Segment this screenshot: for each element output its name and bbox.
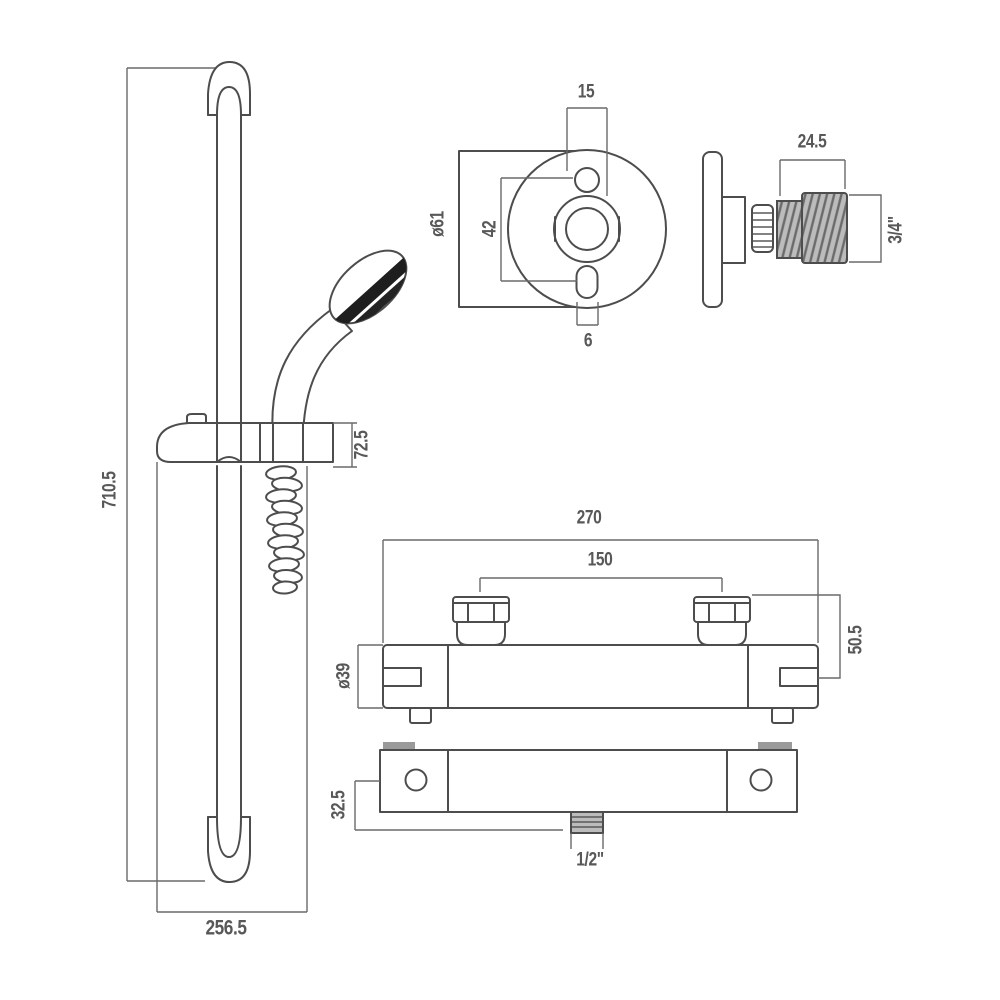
rail-base-dimension: [156, 462, 308, 913]
wall-outlet-side-view: [702, 151, 882, 308]
slide-rail-view: [126, 61, 420, 913]
bar-valve-front-view: [357, 539, 841, 724]
rail-top-cap: [207, 61, 251, 116]
outlet-offset-dimension: [354, 780, 563, 831]
valve-face-view: [458, 107, 667, 326]
outlet-stub: [570, 811, 604, 834]
inlet-centres-dimension: [479, 577, 723, 592]
dim-label-inlet-centres: 150: [587, 549, 613, 571]
outlet-thread-dimension: [570, 833, 604, 849]
left-fixing-hole: [404, 768, 428, 792]
thread-section-large: [801, 192, 848, 264]
port-spacing-dimension: [500, 177, 577, 282]
shower-hose-coil: [265, 465, 305, 595]
dim-label-outlet-thread-size: 3/4": [885, 216, 907, 244]
right-inlet-connector: [693, 596, 751, 646]
dim-label-projection: 24.5: [797, 131, 827, 153]
dim-label-inlet-height: 50.5: [845, 625, 867, 655]
dim-label-base-width: 256.5: [205, 916, 247, 940]
dim-label-body-diameter: ø39: [333, 663, 355, 689]
dim-label-outlet-offset: 32.5: [328, 790, 350, 820]
projection-dimension: [779, 159, 846, 196]
dim-label-top-port-width: 15: [577, 81, 595, 103]
body-underside: [379, 749, 798, 813]
thread-size-dimension: [849, 194, 882, 263]
outlet-body: [721, 196, 746, 264]
right-fixing-hole: [749, 768, 773, 792]
slot-width-dimension: [576, 302, 599, 326]
overall-width-dimension: [382, 539, 819, 643]
slider-bracket: [156, 413, 334, 463]
rail-bottom-cap: [207, 816, 251, 883]
thread-section-small: [776, 200, 805, 259]
dim-label-bottom-outlet-thread: 1/2": [576, 849, 604, 871]
top-port-hole: [574, 167, 600, 193]
wall-plate: [702, 151, 723, 308]
bottom-slot: [575, 265, 599, 299]
top-port-dimension: [566, 107, 608, 196]
bar-valve-bottom-view: [354, 742, 798, 849]
inlet-height-dimension: [752, 594, 841, 679]
valve-body: [382, 644, 819, 724]
body-diameter-dimension: [357, 644, 383, 709]
left-inlet-connector: [452, 596, 510, 646]
left-foot-pad: [383, 742, 415, 750]
rail-height-dimension: [126, 67, 224, 882]
dim-label-bracket-height: 72.5: [351, 430, 373, 460]
back-plate-edge: [458, 150, 576, 308]
dim-label-face-diameter: ø61: [427, 211, 449, 237]
right-foot-pad: [758, 742, 792, 750]
dim-label-rail-height: 710.5: [99, 471, 121, 509]
center-knob-inner: [565, 207, 609, 251]
dim-label-overall-width: 270: [576, 507, 602, 529]
dim-label-slot-width: 6: [583, 330, 593, 352]
dim-label-port-spacing: 42: [479, 220, 501, 238]
trim-plate-circle: [507, 149, 667, 309]
center-knob-outer: [553, 195, 621, 263]
bracket-dimension: [333, 422, 357, 468]
ribbed-collar: [751, 204, 774, 253]
